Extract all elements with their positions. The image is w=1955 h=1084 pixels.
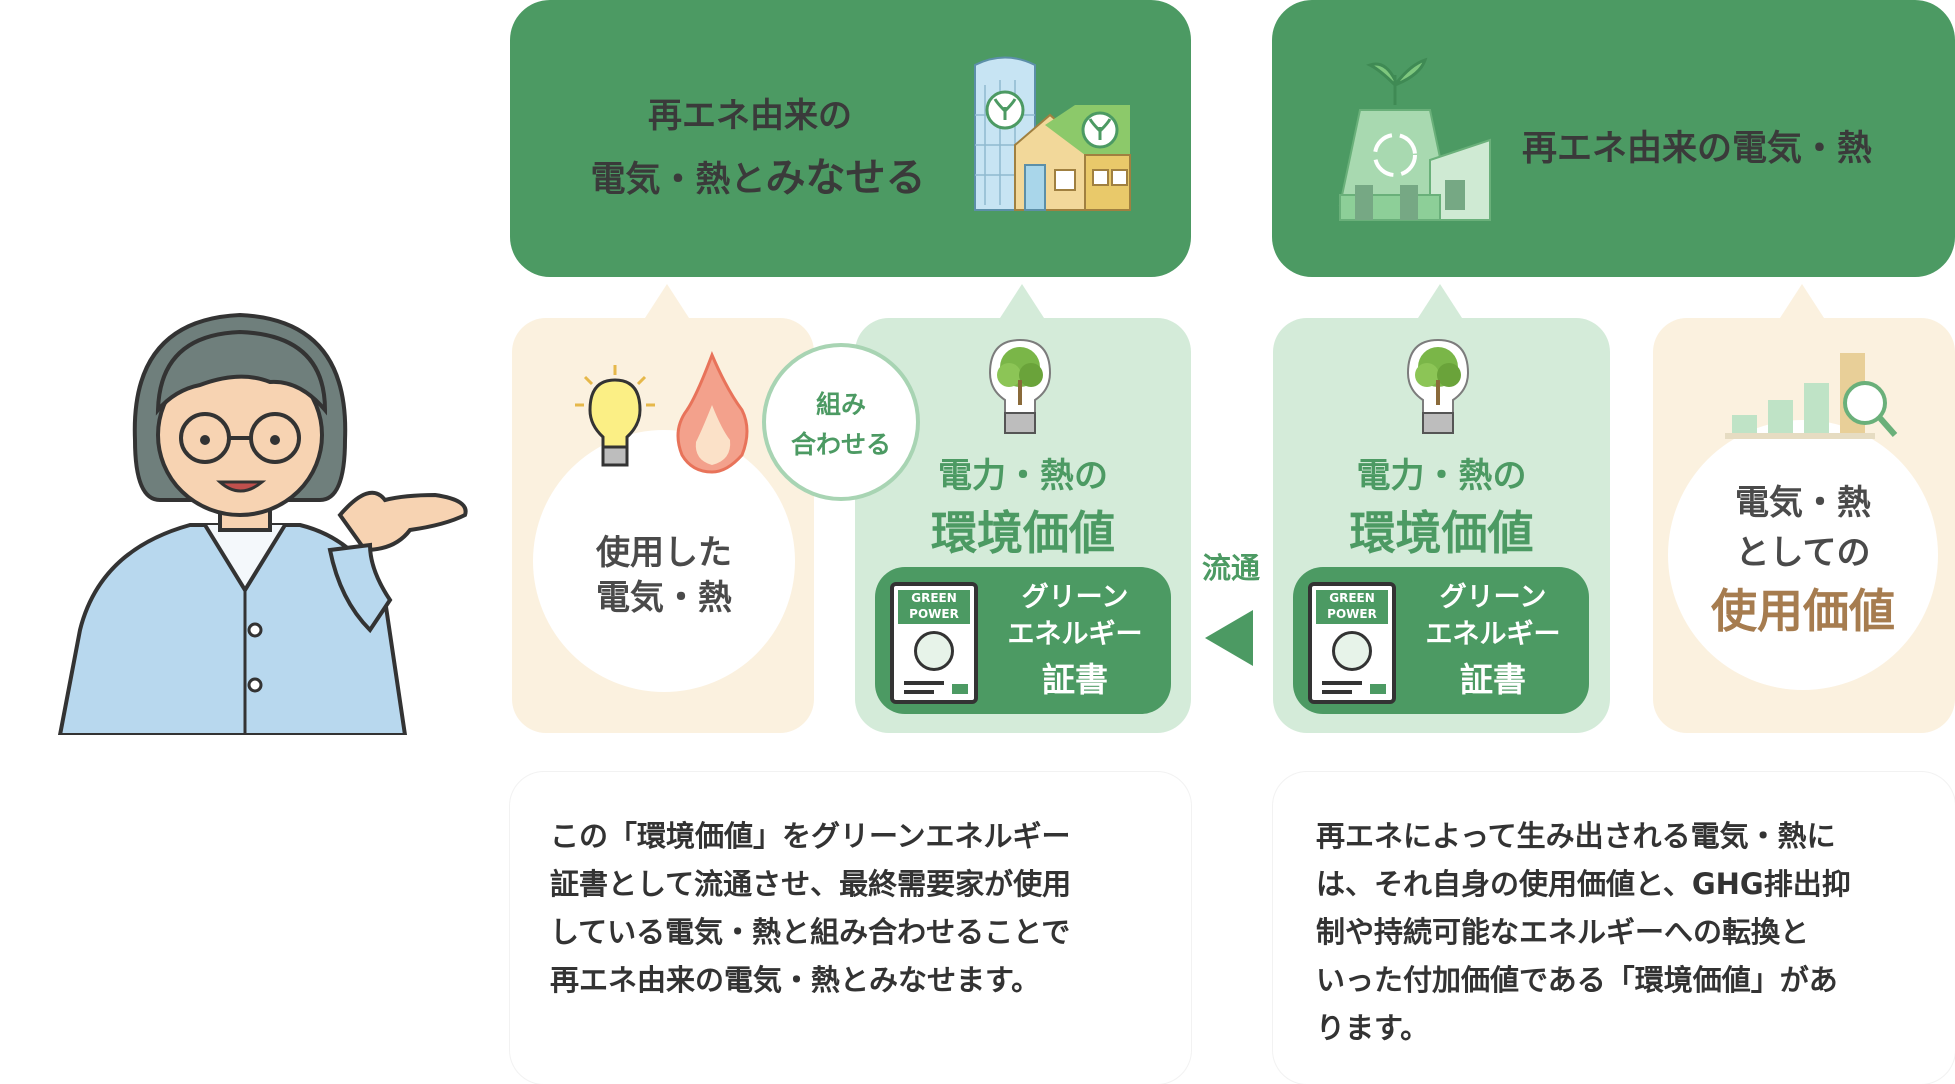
- combine-line1: 組み: [815, 390, 866, 419]
- cert-right-line1: グリーン: [1439, 582, 1547, 613]
- cert-left-line2: エネルギー: [1007, 619, 1143, 650]
- renewable-plant-icon: [1330, 40, 1500, 225]
- combine-line2: 合わせる: [790, 430, 891, 459]
- flow-label: 流通: [1201, 551, 1260, 585]
- cert-right-badge2: POWER: [1327, 607, 1377, 621]
- cert-right-line3: 証書: [1460, 660, 1526, 699]
- env-right-card-notch: [1418, 284, 1462, 318]
- desc-right-text: 再エネによって生み出される電気・熱に は、それ自身の使用価値と、GHG排出抑 制…: [1316, 812, 1936, 1052]
- cert-left-line3: 証書: [1042, 660, 1108, 699]
- env-left-line2: 環境価値: [931, 506, 1115, 560]
- desc-right-line: ります。: [1316, 1011, 1430, 1045]
- desc-left-line: 証書として流通させ、最終需要家が使用: [550, 867, 1072, 901]
- banner-left-line2: 電気・熱とみなせる: [578, 145, 938, 203]
- desc-right-line: 制や持続可能なエネルギーへの転換と: [1316, 915, 1810, 949]
- banner-left-line2-em: みなせる: [765, 155, 926, 201]
- bar-chart-magnifier-icon: [1720, 345, 1900, 445]
- desc-left-line: している電気・熱と組み合わせることで: [550, 915, 1071, 949]
- desc-left-panel: [510, 772, 1191, 1084]
- banner-left-line2-pre: 電気・熱と: [590, 160, 766, 200]
- env-right-line2: 環境価値: [1349, 506, 1534, 560]
- desc-right-line: いった付加価値である「環境価値」があ: [1316, 963, 1838, 997]
- used-card-notch: [645, 284, 689, 318]
- presenter-illustration: [40, 300, 490, 737]
- flow-arrow-icon: [1205, 610, 1255, 666]
- desc-left-text: この「環境価値」をグリーンエネルギー 証書として流通させ、最終需要家が使用 して…: [550, 812, 1170, 1004]
- used-card-line1: 使用した: [596, 533, 732, 573]
- use-value-line2: としての: [1735, 533, 1871, 573]
- cert-left-badge1: GREEN: [911, 591, 957, 605]
- desc-right-line: 再エネによって生み出される電気・熱に: [1316, 819, 1836, 853]
- banner-left-line1: 再エネ由来の: [648, 96, 852, 136]
- used-electricity-circle: [533, 430, 795, 692]
- tree-bulb-icon: [985, 335, 1055, 440]
- green-power-certificate-icon: GREEN POWER: [1308, 582, 1396, 704]
- env-right-line1: 電力・熱の: [1356, 456, 1527, 496]
- cert-right-line2: エネルギー: [1425, 619, 1561, 650]
- desc-left-line: 再エネ由来の電気・熱とみなせます。: [550, 963, 1041, 997]
- cert-right-badge1: GREEN: [1329, 591, 1375, 605]
- flame-icon: [672, 350, 752, 475]
- used-card-line2: 電気・熱: [596, 578, 732, 618]
- green-power-certificate-icon: GREEN POWER: [890, 582, 978, 704]
- cert-left-line1: グリーン: [1021, 582, 1129, 613]
- desc-right-panel: [1273, 772, 1955, 1084]
- combine-bubble: [762, 343, 920, 501]
- tree-bulb-icon: [1403, 335, 1473, 440]
- desc-left-line: この「環境価値」をグリーンエネルギー: [550, 819, 1071, 853]
- use-value-card-notch: [1780, 284, 1824, 318]
- use-value-line1: 電気・熱: [1735, 483, 1871, 523]
- lightbulb-icon: [575, 365, 655, 475]
- use-value-line3: 使用価値: [1711, 584, 1895, 638]
- green-buildings-icon: [965, 45, 1135, 215]
- banner-right-text: 再エネ由来の電気・熱: [1522, 129, 1873, 169]
- desc-right-line: は、それ自身の使用価値と、GHG排出抑: [1316, 867, 1851, 901]
- use-value-circle: [1668, 420, 1938, 690]
- cert-left-badge2: POWER: [909, 607, 959, 621]
- env-left-line1: 電力・熱の: [938, 456, 1108, 496]
- env-left-card-notch: [1000, 284, 1044, 318]
